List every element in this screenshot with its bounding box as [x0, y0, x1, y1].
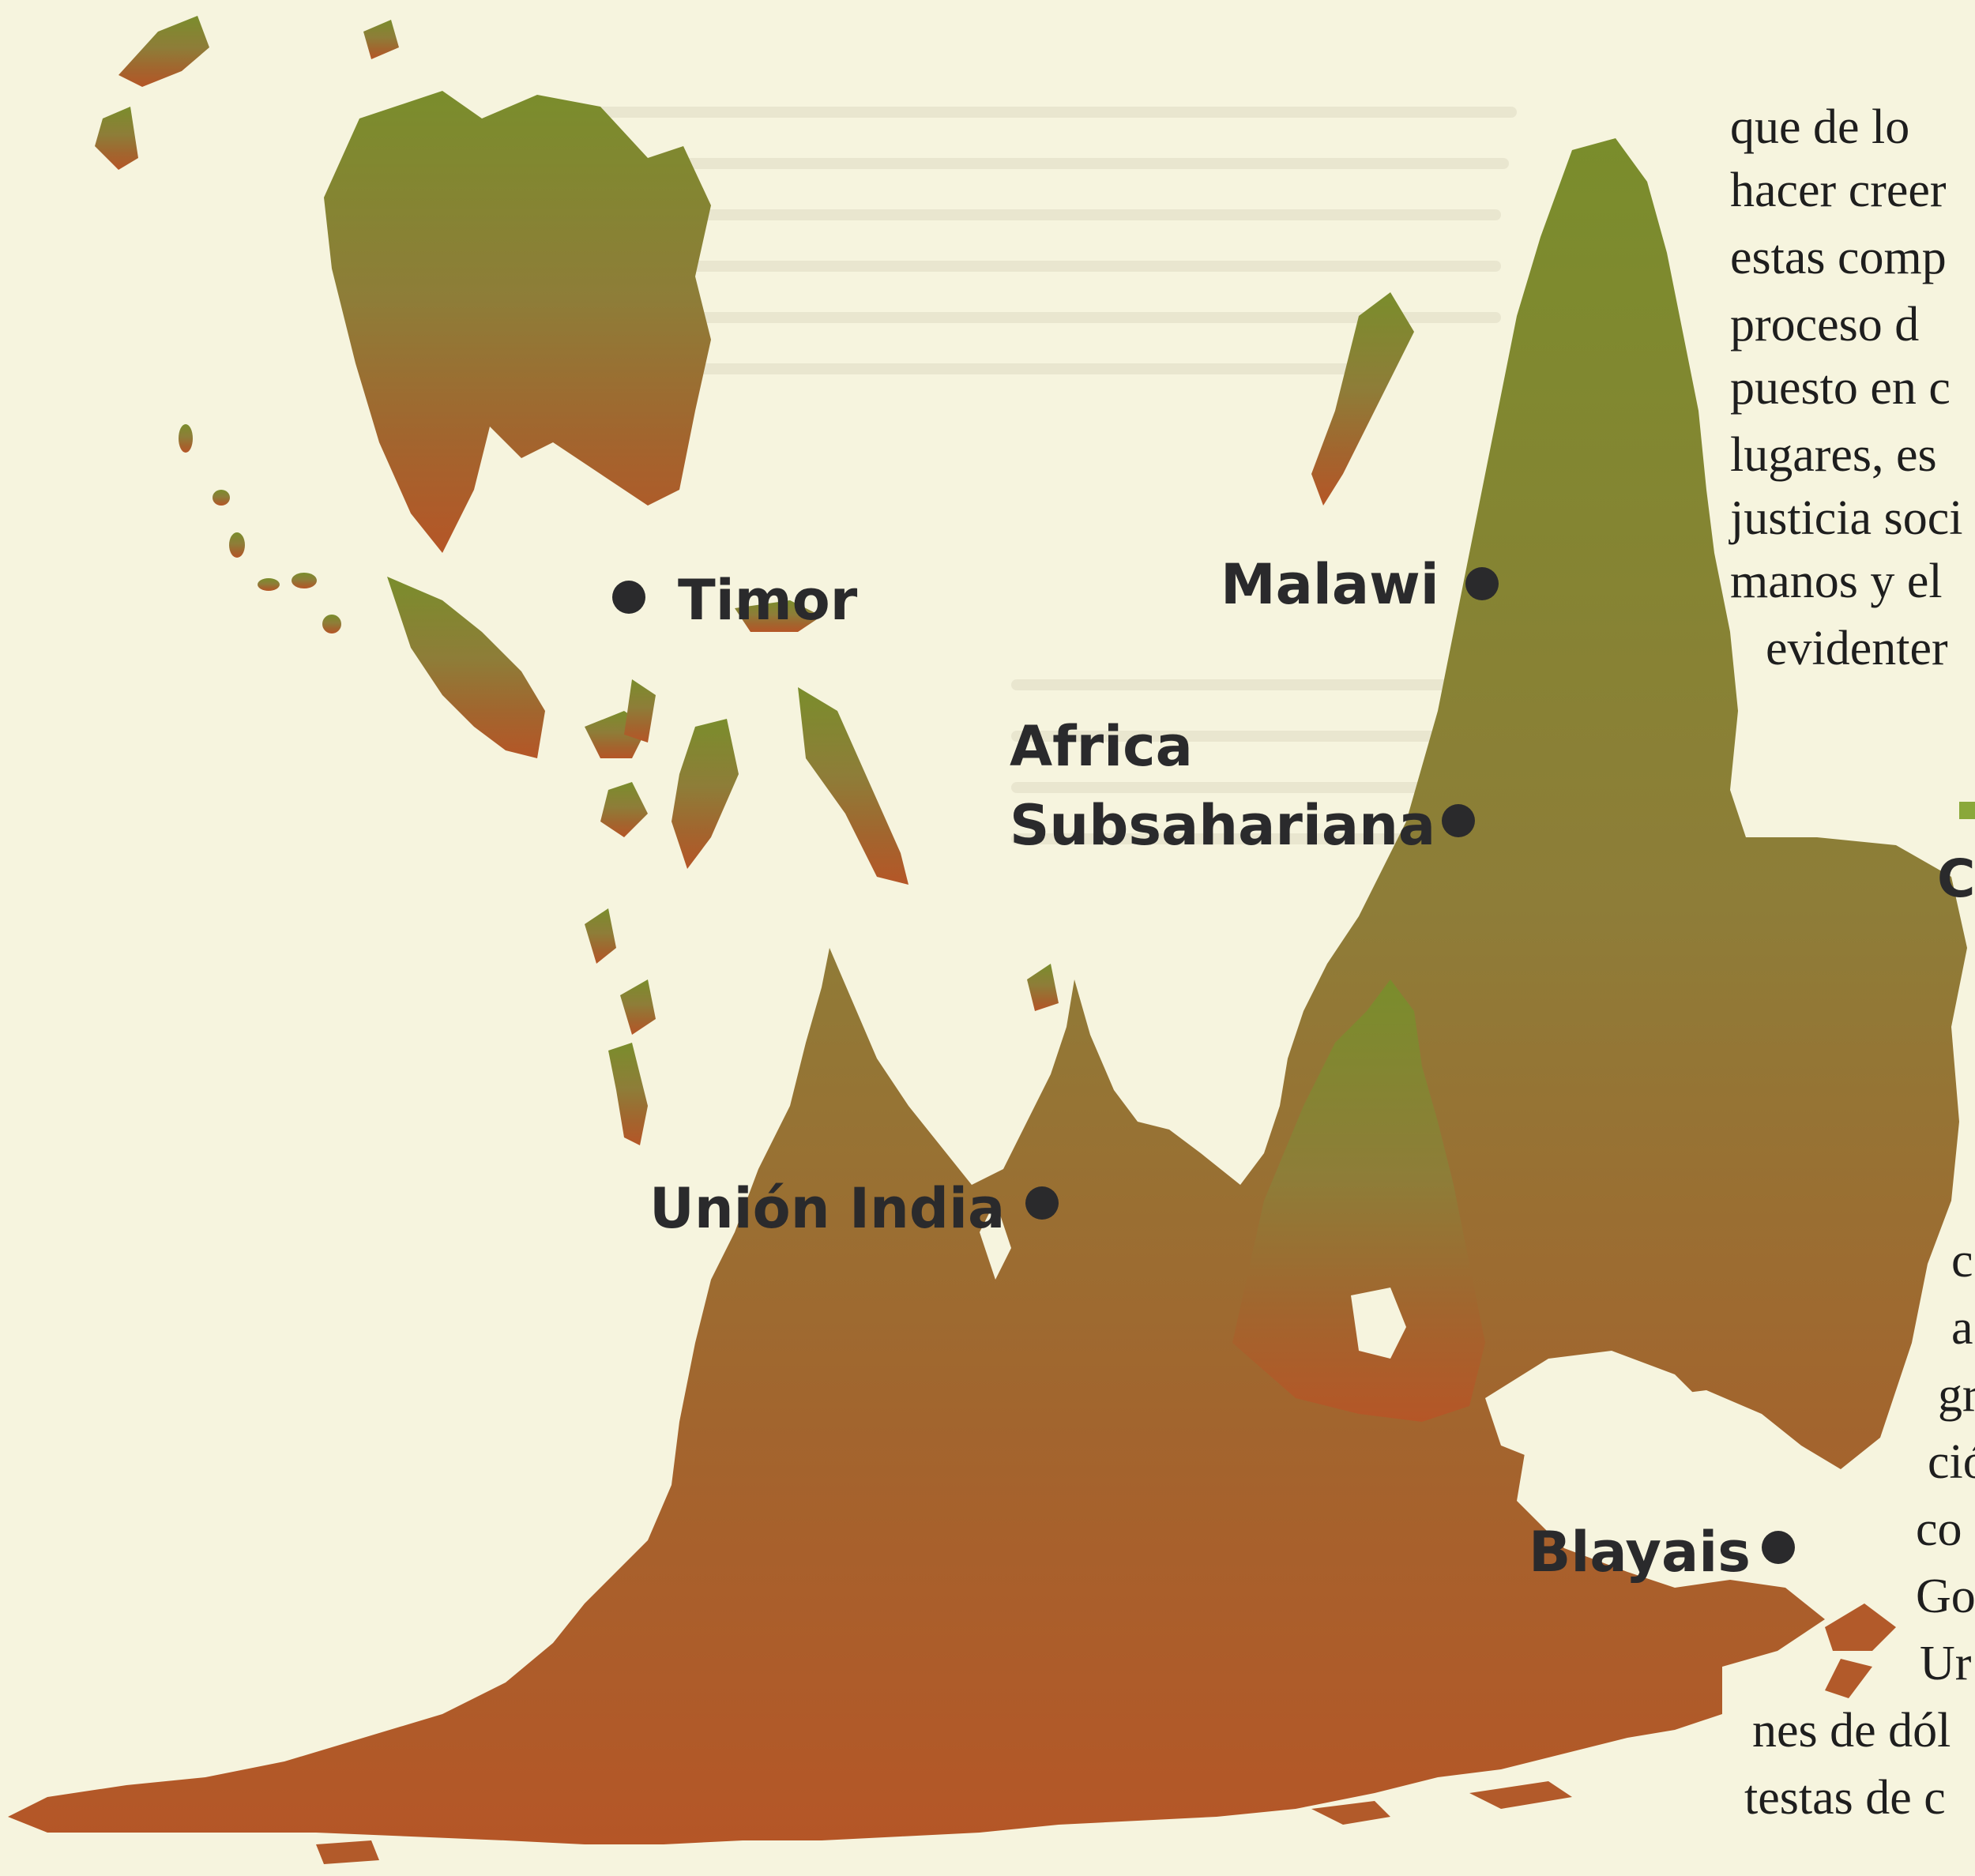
article-line: estas comp [1730, 231, 1947, 284]
label-union-india: Unión India [649, 1176, 1006, 1241]
island [1027, 964, 1059, 1011]
union-india-marker [1025, 1186, 1059, 1220]
article-line: nes de dól [1752, 1704, 1951, 1758]
island [292, 573, 317, 588]
africa-subsahariana-marker [1442, 804, 1475, 837]
article-line: evidenter [1766, 622, 1948, 675]
water-inlet [1351, 1288, 1406, 1359]
island [585, 908, 616, 964]
landmass-peninsula [1232, 979, 1485, 1422]
article-line: c [1951, 1234, 1973, 1288]
article-line: testas de c [1744, 1771, 1946, 1825]
island [608, 1043, 648, 1145]
section-heading: C [1937, 848, 1975, 909]
show-through-line [1011, 731, 1564, 742]
landmass-northwest [324, 91, 711, 553]
island-timor-chain [387, 577, 545, 758]
show-through-line [569, 107, 1517, 118]
island [229, 532, 245, 558]
landmass-main [8, 138, 1967, 1844]
island [1825, 1659, 1872, 1698]
island [620, 979, 656, 1035]
timor-marker [612, 581, 645, 614]
article-line: lugares, es [1730, 428, 1937, 482]
article-line: ció [1928, 1435, 1975, 1489]
island [600, 782, 648, 837]
island [1311, 1801, 1390, 1825]
show-through-line [616, 209, 1501, 220]
article-line: a [1951, 1301, 1973, 1355]
article-line: que de lo [1730, 100, 1910, 154]
show-through-line [664, 363, 1375, 374]
landmasses [8, 16, 1967, 1844]
article-line: hacer creer [1730, 164, 1947, 217]
water-inlet [1485, 1351, 1738, 1485]
article-line: Ur [1920, 1637, 1972, 1690]
label-africa-line1: Africa [1010, 714, 1193, 779]
label-malawi: Malawi [1221, 552, 1439, 617]
article-line: justicia soci [1730, 491, 1963, 545]
show-through-line [632, 261, 1501, 272]
islands-southeast [316, 1603, 1896, 1864]
island [179, 424, 193, 453]
island [1469, 1781, 1572, 1809]
island [624, 679, 656, 743]
island [258, 578, 280, 591]
section-bullet [1959, 802, 1975, 819]
article-line: Go [1916, 1570, 1975, 1623]
article-line: manos y el [1730, 555, 1943, 608]
show-through-line [600, 158, 1509, 169]
malawi-marker [1465, 567, 1499, 600]
island [672, 719, 739, 869]
article-line: co [1916, 1502, 1962, 1556]
island [322, 615, 341, 633]
island [95, 107, 138, 170]
label-africa-line2: Subsahariana [1010, 793, 1436, 858]
island [118, 16, 209, 87]
water-inlet [980, 1201, 1011, 1280]
island [1311, 292, 1414, 506]
island [1825, 1603, 1896, 1651]
island [316, 1840, 379, 1864]
island [363, 20, 399, 59]
island [213, 490, 230, 506]
island [798, 687, 908, 885]
show-through-line [1011, 679, 1564, 690]
article-line: puesto en c [1730, 361, 1951, 415]
island [735, 600, 822, 632]
show-through-line [648, 312, 1501, 323]
blayais-marker [1762, 1531, 1795, 1564]
label-timor: Timor [678, 568, 858, 633]
water-cutouts [980, 1201, 1738, 1485]
article-line: gr [1938, 1368, 1975, 1422]
article-line: proceso d [1730, 298, 1920, 352]
label-blayais: Blayais [1529, 1520, 1751, 1585]
